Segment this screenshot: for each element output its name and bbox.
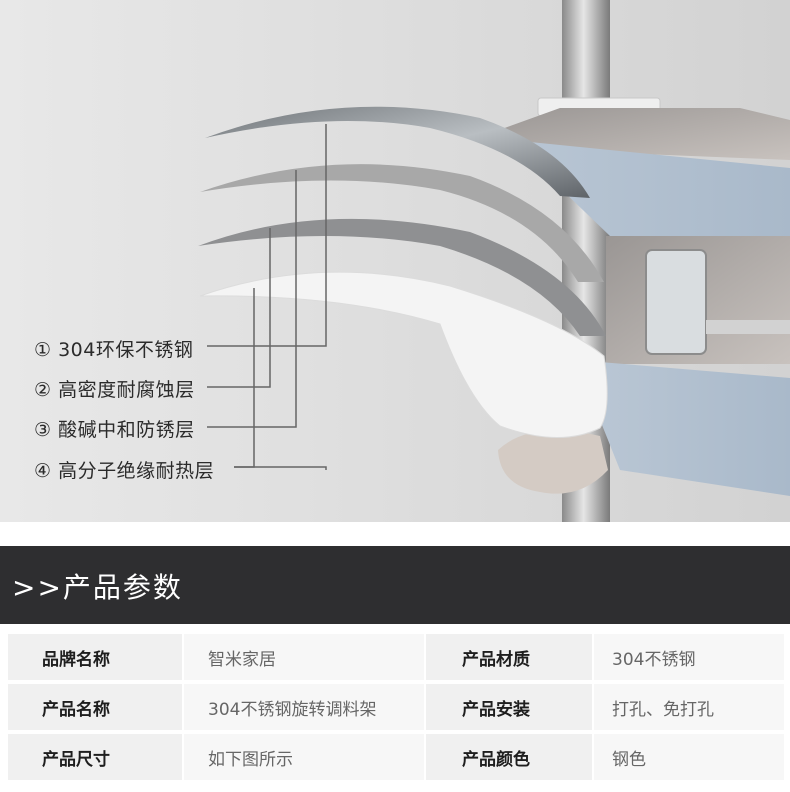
layer-label-1: ① 304环保不锈钢 — [34, 339, 194, 361]
spec-key: 产品材质 — [424, 634, 592, 680]
layer-3-shape — [198, 218, 606, 336]
shelf-foot — [498, 430, 608, 494]
spec-value: 智米家居 — [182, 634, 424, 680]
table-row: 品牌名称 智米家居 产品材质 304不锈钢 — [8, 634, 784, 680]
spec-key: 产品名称 — [8, 684, 182, 730]
leader-line-1 — [207, 124, 327, 347]
leader-line-3 — [207, 170, 297, 428]
leader-line-2 — [207, 228, 271, 388]
table-row: 产品名称 304不锈钢旋转调料架 产品安装 打孔、免打孔 — [8, 684, 784, 730]
layer-1-shape — [205, 106, 590, 198]
layer-label-2: ② 高密度耐腐蚀层 — [34, 379, 195, 401]
spec-key: 产品尺寸 — [8, 734, 182, 780]
spec-value: 304不锈钢 — [592, 634, 784, 680]
spec-value: 打孔、免打孔 — [592, 684, 784, 730]
layer-label-4: ④ 高分子绝缘耐热层 — [34, 460, 215, 482]
layer-diagram — [198, 0, 790, 522]
spec-table: 品牌名称 智米家居 产品材质 304不锈钢 产品名称 304不锈钢旋转调料架 产… — [8, 630, 784, 784]
layer-label-3: ③ 酸碱中和防锈层 — [34, 419, 195, 441]
shelf-back-plate — [510, 140, 790, 236]
section-title: >>产品参数 — [12, 571, 183, 604]
spec-value: 304不锈钢旋转调料架 — [182, 684, 424, 730]
spec-key: 品牌名称 — [8, 634, 182, 680]
shelf-bottom-plate — [600, 362, 790, 496]
shelf-clamp — [645, 249, 707, 355]
spec-key: 产品颜色 — [424, 734, 592, 780]
table-row: 产品尺寸 如下图所示 产品颜色 钢色 — [8, 734, 784, 780]
product-layer-illustration: ① 304环保不锈钢 ② 高密度耐腐蚀层 ③ 酸碱中和防锈层 ④ 高分子绝缘耐热… — [0, 0, 790, 522]
layer-2-shape — [200, 164, 604, 282]
leader-line-4b — [234, 288, 255, 468]
section-gap — [0, 522, 790, 546]
leader-line-4 — [234, 466, 327, 470]
layer-4-shape — [199, 271, 608, 439]
spec-key: 产品安装 — [424, 684, 592, 730]
spec-value: 如下图所示 — [182, 734, 424, 780]
section-banner: >>产品参数 — [0, 546, 790, 624]
spec-value: 钢色 — [592, 734, 784, 780]
shelf-rail — [706, 320, 790, 334]
